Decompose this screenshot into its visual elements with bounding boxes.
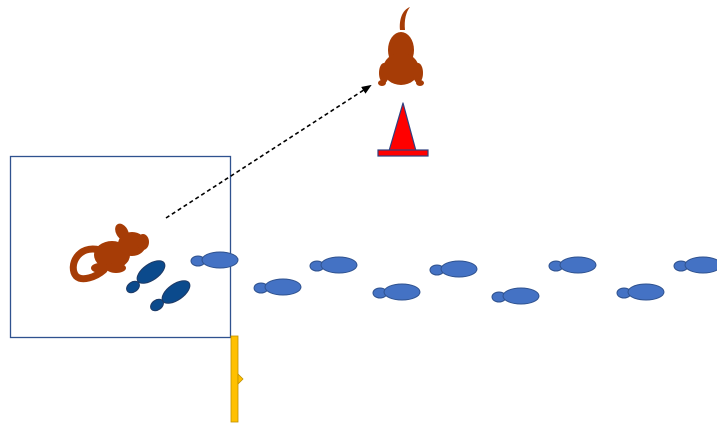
footprint-trail [190, 251, 717, 305]
traffic-cone-icon [377, 102, 429, 157]
footprint-icon [491, 287, 540, 305]
footprint-icon [673, 256, 717, 274]
dog-sitting-icon [378, 7, 424, 86]
start-area-box [9, 155, 232, 339]
footprint-icon [429, 260, 478, 278]
footprint-icon [190, 251, 239, 269]
marker-post-icon [230, 335, 244, 423]
direction-arrow [165, 84, 372, 219]
footprint-icon [309, 256, 358, 274]
dog-lying-icon [69, 223, 149, 283]
footprint-icon [253, 278, 302, 296]
footprint-icon [548, 256, 597, 274]
footprint-icon [372, 283, 421, 301]
footprint-icon [616, 283, 665, 301]
shoe-print-icon [126, 260, 191, 312]
